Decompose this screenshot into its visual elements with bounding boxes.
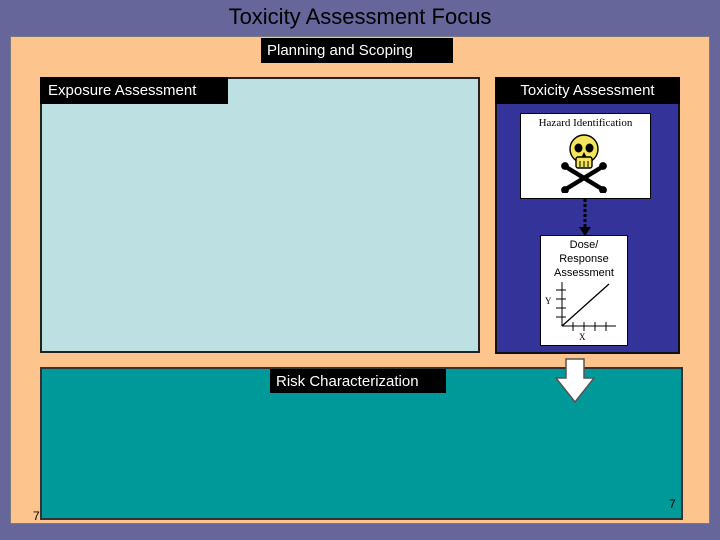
dose-label-line: Dose/: [569, 239, 599, 251]
dose-label-line: Response: [559, 253, 609, 265]
dose-response-chart: Y X: [545, 282, 616, 342]
dose-label-line: Assessment: [554, 267, 614, 279]
slide-number: 7: [669, 497, 676, 511]
y-axis-label: Y: [545, 296, 552, 306]
page-title: Toxicity Assessment Focus: [228, 4, 492, 29]
exposure-assessment-label: Exposure Assessment: [40, 77, 228, 104]
hazard-identification-label: Hazard Identification: [538, 117, 633, 129]
dashed-arrow-icon: [579, 199, 591, 236]
risk-characterization-label: Risk Characterization: [270, 369, 446, 393]
dose-response-label: Dose/ Response Assessment: [540, 238, 628, 280]
dose-response-line: [561, 283, 610, 327]
toxicity-assessment-label: Toxicity Assessment: [495, 77, 680, 104]
x-axis-label: X: [579, 332, 586, 342]
slide-number: 7: [33, 509, 40, 523]
skull-crossbones-icon: [561, 134, 607, 193]
planning-scoping-label: Planning and Scoping: [261, 38, 453, 63]
down-arrow-icon: [554, 358, 596, 404]
exposure-assessment-panel: [40, 77, 480, 353]
